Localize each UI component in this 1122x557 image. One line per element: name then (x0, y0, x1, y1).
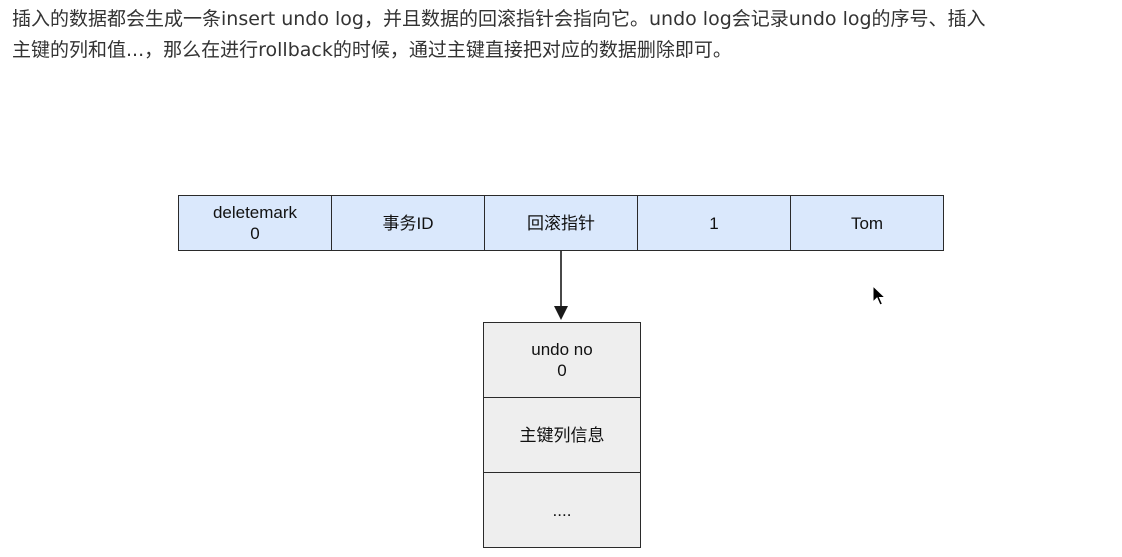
data-row-record: deletemark 0 事务ID 回滚指针 1 Tom (178, 195, 944, 251)
arrow-down-icon (554, 306, 568, 320)
mouse-cursor-icon (872, 285, 887, 306)
description-line-1: 插入的数据都会生成一条insert undo log，并且数据的回滚指针会指向它… (12, 8, 986, 30)
insert-undo-log-box: undo no 0 主键列信息 .... (483, 322, 641, 548)
row-cell-rollback-pointer: 回滚指针 (485, 196, 638, 250)
description-paragraph: 插入的数据都会生成一条insert undo log，并且数据的回滚指针会指向它… (12, 4, 1112, 66)
undo-cell-more: .... (552, 500, 572, 520)
undo-cell-undo-no: undo no 0 (484, 323, 640, 398)
description-line-2: 主键的列和值...，那么在进行rollback的时候，通过主键直接把对应的数据删… (12, 39, 732, 61)
row-cell-deletemark: deletemark 0 (179, 196, 332, 250)
row-cell-name-value: Tom (850, 213, 884, 233)
row-cell-id-value: 1 (638, 196, 791, 250)
row-cell-transaction-id: 事务ID (332, 196, 485, 250)
undo-cell-primary-key-info: 主键列信息 (484, 398, 640, 473)
